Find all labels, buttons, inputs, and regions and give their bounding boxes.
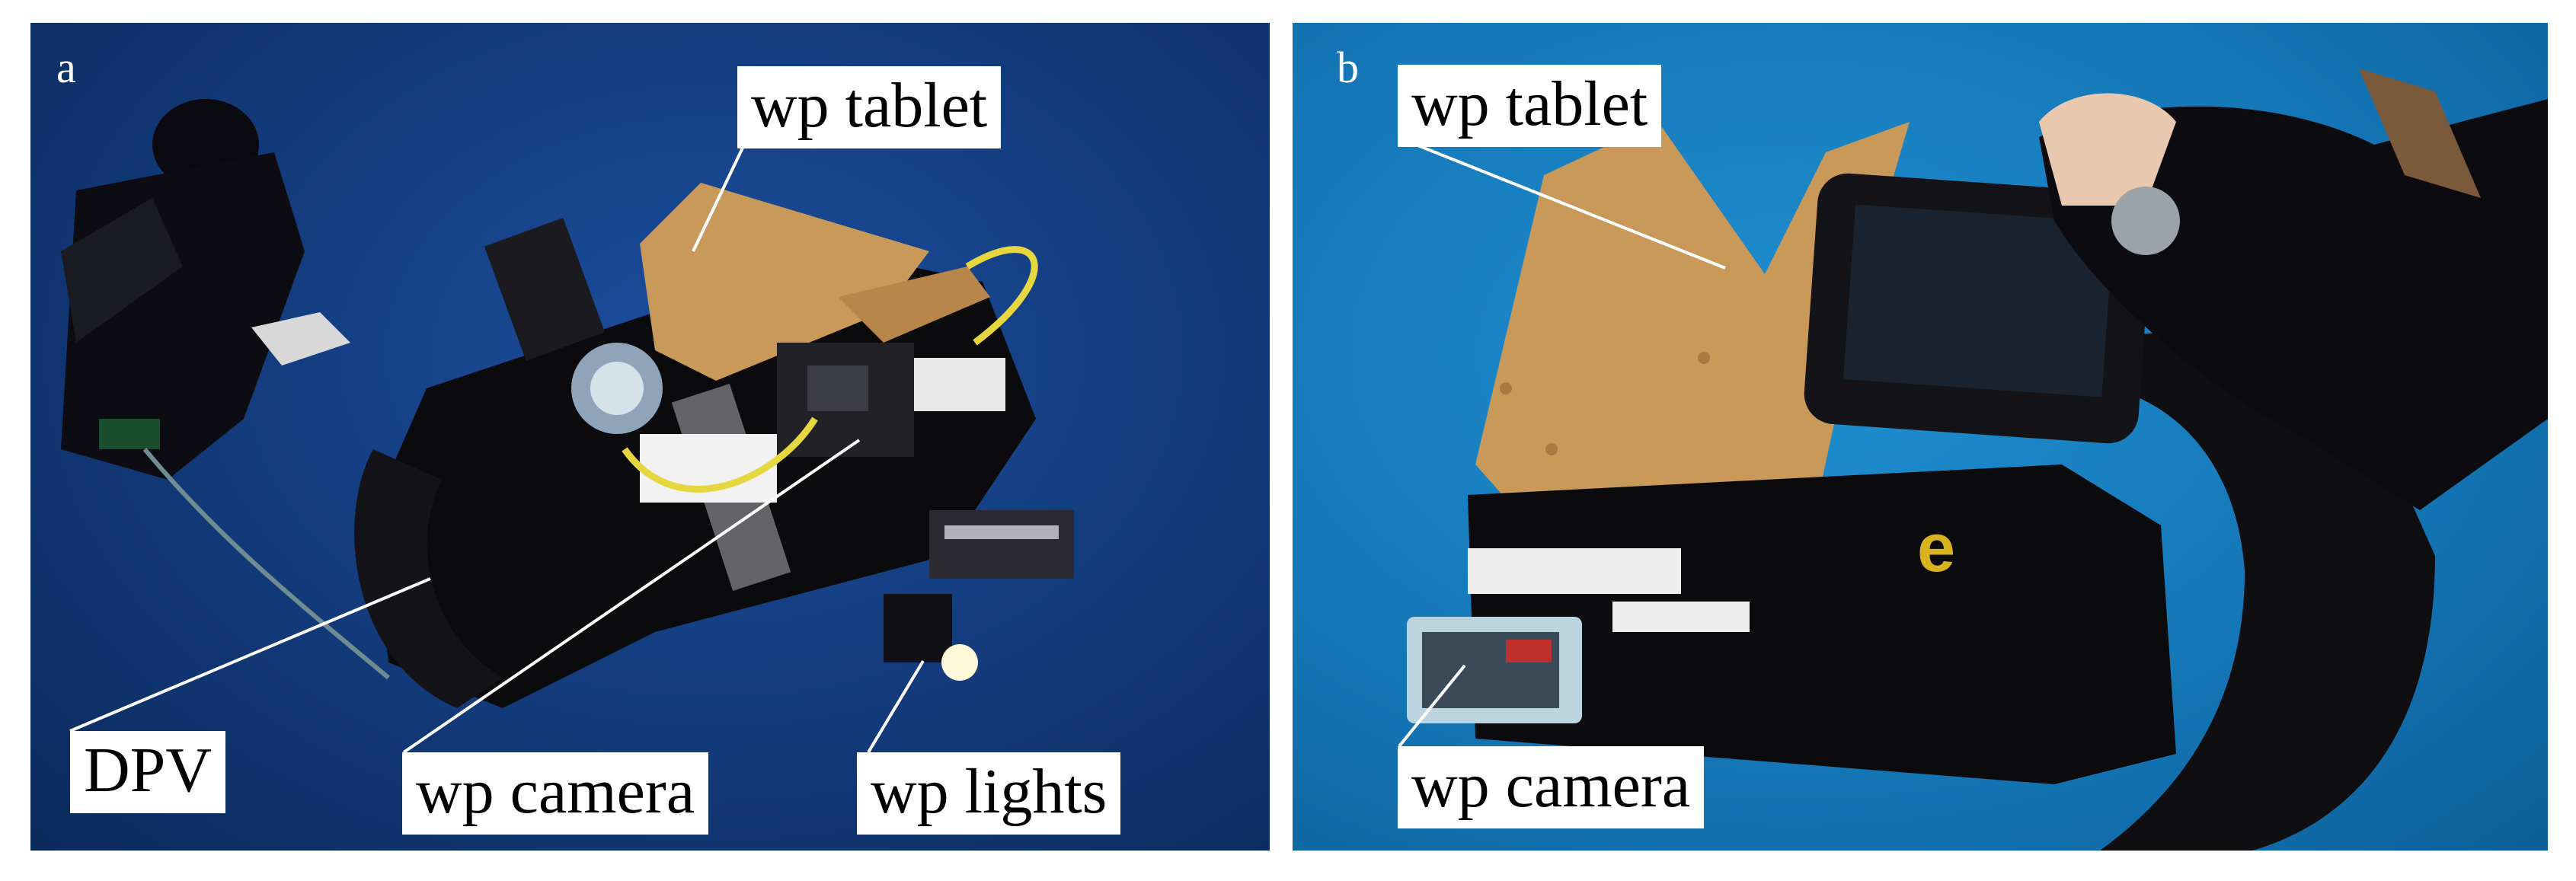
label-wp-camera-a: wp camera xyxy=(402,752,709,835)
photo-panel-a: a wp tablet DPV wp camera wp lights xyxy=(30,23,1270,851)
dpv-shroud xyxy=(2054,333,2435,851)
diver-scene-illustration xyxy=(61,99,1074,708)
label-wp-tablet-b: wp tablet xyxy=(1398,65,1662,147)
tablet-device xyxy=(1804,173,2153,444)
panel-letter-b: b xyxy=(1337,43,1359,92)
label-wp-tablet-a: wp tablet xyxy=(737,66,1002,148)
svg-text:e: e xyxy=(1917,510,1955,586)
label-dpv: DPV xyxy=(70,731,226,813)
camera-housing xyxy=(777,343,1005,457)
diver-figure xyxy=(61,99,350,480)
guide-rope xyxy=(142,448,390,680)
camera-housing xyxy=(1407,617,1582,723)
scooter-closeup-illustration: e xyxy=(1407,69,2548,851)
lights-rig xyxy=(884,510,1074,681)
label-wp-camera-b: wp camera xyxy=(1398,746,1705,828)
photo-panel-b: e b wp tablet wp camera xyxy=(1293,23,2548,851)
diver-arm xyxy=(2039,69,2548,510)
label-wp-lights: wp lights xyxy=(857,752,1121,835)
dpv-scooter: e xyxy=(1468,464,2176,784)
panel-letter-a: a xyxy=(56,43,76,92)
